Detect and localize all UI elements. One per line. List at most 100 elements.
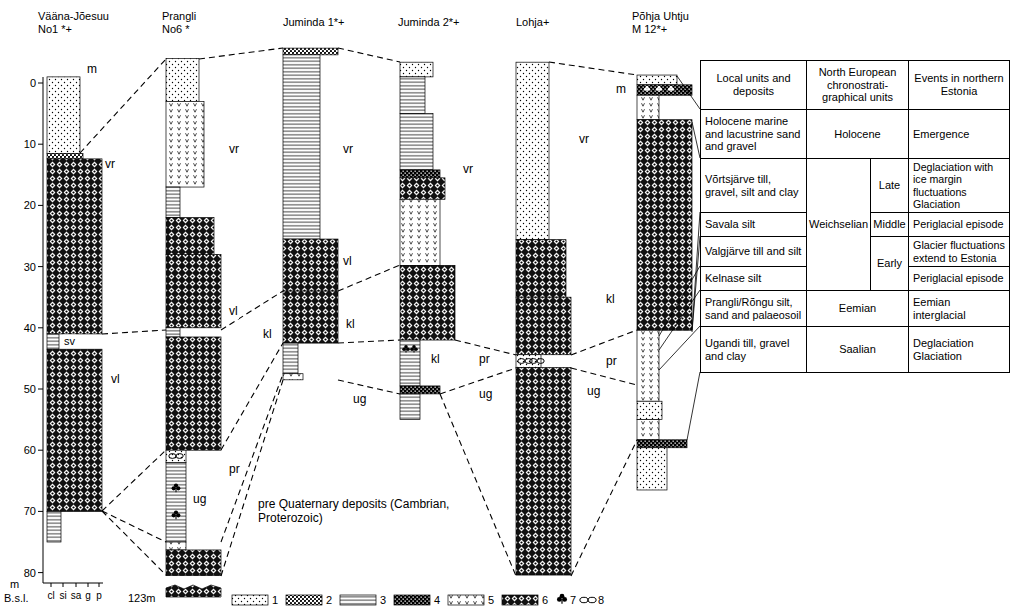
symbol-stem xyxy=(561,599,562,604)
cell-text: Ugandi till, gravel and clay xyxy=(705,337,802,362)
cell-text: Deglaciation with ice margin fluctuation… xyxy=(913,161,1005,198)
leader-line xyxy=(692,212,700,330)
symbol-lobe xyxy=(402,348,406,352)
cell-text: Savala silt xyxy=(705,218,802,231)
symbol-lobe xyxy=(172,486,176,490)
unit-code: sv xyxy=(63,335,76,348)
unit-code: vr xyxy=(578,133,590,147)
symbol-lobe xyxy=(414,348,418,352)
sediment-layer xyxy=(400,386,440,394)
cell-text: Deglaciation xyxy=(913,337,1005,350)
cell-text: Events in northern Estonia xyxy=(911,72,1007,97)
symbol-lobe xyxy=(176,513,180,517)
grain-size-class: p xyxy=(96,590,102,602)
legend-swatch xyxy=(448,595,484,605)
cell-text: North European chronostrati- graphical u… xyxy=(809,66,906,104)
axis-tick xyxy=(38,205,43,206)
legend-swatch xyxy=(394,595,430,605)
table-cell: Periglacial episode xyxy=(908,266,1010,291)
shell-loop xyxy=(518,359,525,364)
cell-text: Glacier fluctuations extend to Estonia xyxy=(913,239,1005,264)
plant-remains-symbol xyxy=(172,510,181,519)
symbol-stem xyxy=(659,89,660,92)
sediment-layer xyxy=(637,120,692,331)
unit-code: kl xyxy=(345,318,356,332)
unit-code: ug xyxy=(586,385,601,399)
table-cell: Local units and deposits xyxy=(700,60,807,110)
borehole-column xyxy=(400,62,455,419)
table-cell: Glacier fluctuations extend to Estonia xyxy=(908,236,1010,267)
cell-text: Eemian interglacial xyxy=(913,296,1005,321)
sediment-layer xyxy=(166,101,204,187)
leader-lines xyxy=(659,76,700,440)
unit-code: vr xyxy=(462,163,474,177)
sediment-layer xyxy=(400,62,433,77)
correlation-line xyxy=(571,330,637,355)
plant-remains-symbol xyxy=(644,86,650,92)
leader-line xyxy=(692,236,700,332)
unit-code: pr xyxy=(605,355,618,369)
depth-note: 123m xyxy=(128,592,156,605)
cell-text: Late xyxy=(873,179,906,192)
sediment-layer xyxy=(166,462,186,542)
symbol-stem xyxy=(414,349,415,353)
borehole-name: Prangli No6 * xyxy=(162,10,214,35)
symbol-lobe xyxy=(671,88,674,91)
unit-code: kl xyxy=(430,353,441,367)
sediment-layer xyxy=(516,368,571,575)
table-cell: Savala silt xyxy=(700,212,807,237)
correlation-lines xyxy=(80,48,637,576)
depth-value: 40 xyxy=(24,321,36,334)
correlation-line xyxy=(549,62,637,75)
table-cell: North European chronostrati- graphical u… xyxy=(806,60,909,110)
correlation-line xyxy=(221,343,283,450)
symbol-stem xyxy=(406,349,407,353)
correlation-line xyxy=(102,450,166,511)
cell-text: Kelnase silt xyxy=(705,272,802,285)
axis-unit: B.s.l. xyxy=(4,592,28,605)
sediment-layer xyxy=(47,77,80,154)
grain-axis-tick xyxy=(63,583,64,587)
shell-symbol xyxy=(530,359,544,364)
sediment-layer xyxy=(166,550,221,576)
legend-swatch xyxy=(502,595,538,605)
legend-swatch xyxy=(232,595,268,605)
cell-text: Võrtsjärve till, gravel, silt and clay xyxy=(705,173,802,198)
symbol-lobe xyxy=(656,88,659,91)
grain-axis-line xyxy=(43,583,103,584)
unit-code: pr xyxy=(228,463,241,477)
bedrock-note: pre Quaternary deposits (Cambrian, Prote… xyxy=(258,498,473,526)
legend-number: 7 xyxy=(570,594,576,607)
sediment-layer xyxy=(283,48,338,55)
unit-code: vr xyxy=(104,158,116,172)
shell-loop xyxy=(588,597,596,602)
borehole-name: Juminda 1*+ xyxy=(283,16,344,29)
sediment-layer xyxy=(637,95,659,119)
cell-text: Early xyxy=(873,257,906,270)
correlation-line xyxy=(440,394,516,576)
correlation-line xyxy=(80,59,166,153)
sediment-layer xyxy=(637,75,677,85)
legend-samples xyxy=(232,594,596,605)
unit-code: ug xyxy=(192,493,207,507)
correlation-line xyxy=(571,440,637,576)
sediment-layer xyxy=(400,178,445,199)
cell-text: Emergence xyxy=(913,128,1005,141)
unit-code: ug xyxy=(478,388,493,402)
axis-tick xyxy=(38,389,43,390)
sediment-layer xyxy=(166,337,221,450)
unit-code: m xyxy=(615,83,627,97)
symbols xyxy=(169,86,674,519)
sediment-layer xyxy=(637,440,687,448)
borehole-columns xyxy=(47,48,692,597)
table-cell: Valgjärve till and silt xyxy=(700,236,807,267)
correlation-line xyxy=(571,368,637,385)
shell-symbol xyxy=(169,454,183,459)
grain-axis-tick xyxy=(99,583,100,587)
borehole-column xyxy=(283,48,338,380)
axis-unit: m xyxy=(10,578,19,591)
correlation-line xyxy=(338,340,400,343)
unit-code: vr xyxy=(228,143,240,157)
unit-code: kl xyxy=(605,293,616,307)
